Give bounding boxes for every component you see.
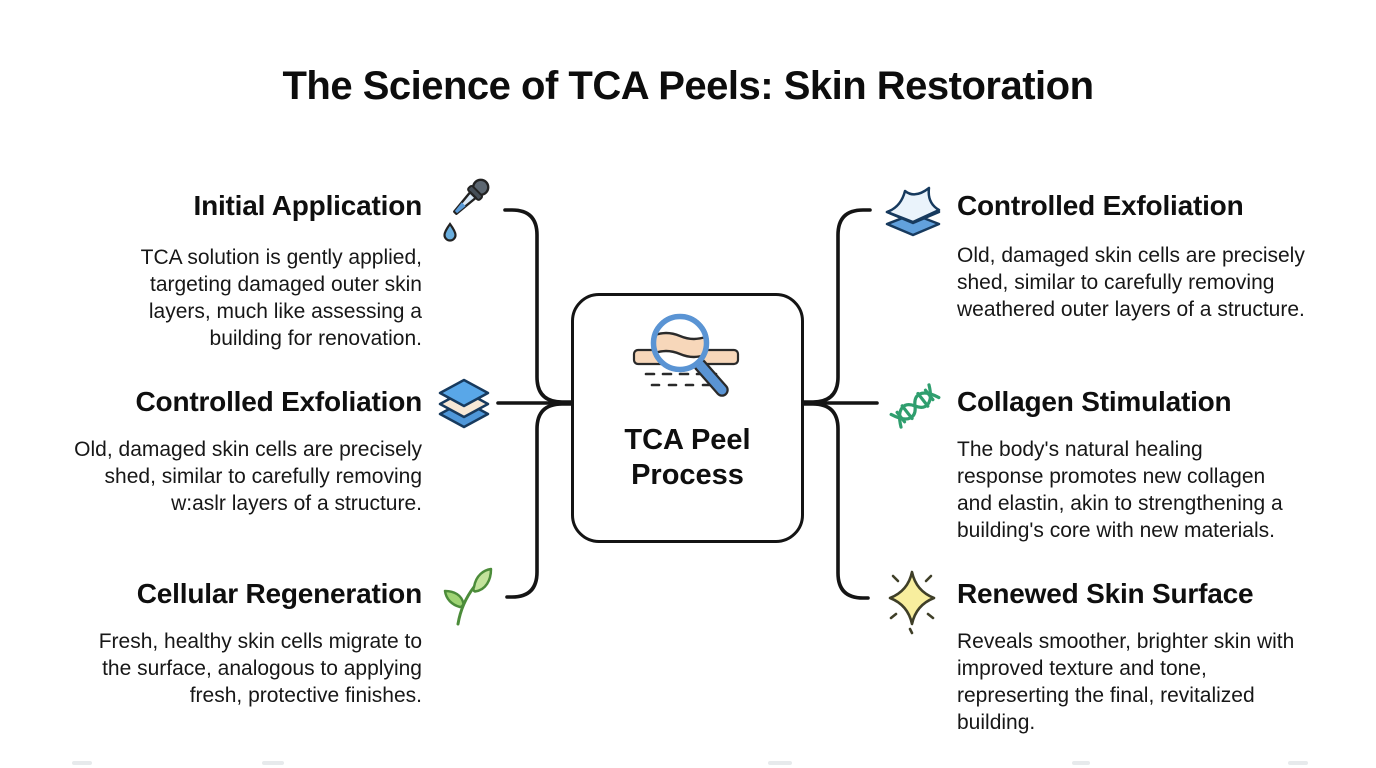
- left-section-2-body: Old, damaged skin cells are precisely sh…: [74, 438, 422, 515]
- right-section-1-body: Old, damaged skin cells are precisely sh…: [957, 244, 1305, 321]
- dropper-icon: [437, 174, 499, 247]
- magnifier-skin-icon: [626, 310, 750, 421]
- page-title: The Science of TCA Peels: Skin Restorati…: [282, 64, 1094, 108]
- dna-icon: [883, 374, 947, 443]
- right-section-3-title: Renewed Skin Surface: [957, 578, 1254, 609]
- right-section-1-title: Controlled Exfoliation: [957, 190, 1244, 221]
- left-section-1-body: TCA solution is gently applied, targetin…: [140, 246, 422, 350]
- sparkle-icon: [877, 563, 947, 640]
- peeling-sheets-icon: [881, 180, 945, 245]
- left-section-3-title: Cellular Regeneration: [136, 578, 422, 609]
- right-section-2-title: Collagen Stimulation: [957, 386, 1232, 417]
- left-section-1-title: Initial Application: [193, 190, 423, 221]
- stacked-layers-icon: [433, 375, 495, 438]
- left-section-3-body: Fresh, healthy skin cells migrate to the…: [98, 630, 422, 707]
- leaf-icon: [434, 566, 494, 633]
- right-section-3-body: Reveals smoother, brighter skin with imp…: [957, 630, 1295, 734]
- center-node-label: TCA Peel Process: [624, 424, 751, 492]
- left-section-2-title: Controlled Exfoliation: [135, 386, 423, 417]
- right-section-2-body: The body's natural healing response prom…: [957, 438, 1283, 542]
- center-node: TCA Peel Process: [571, 293, 804, 543]
